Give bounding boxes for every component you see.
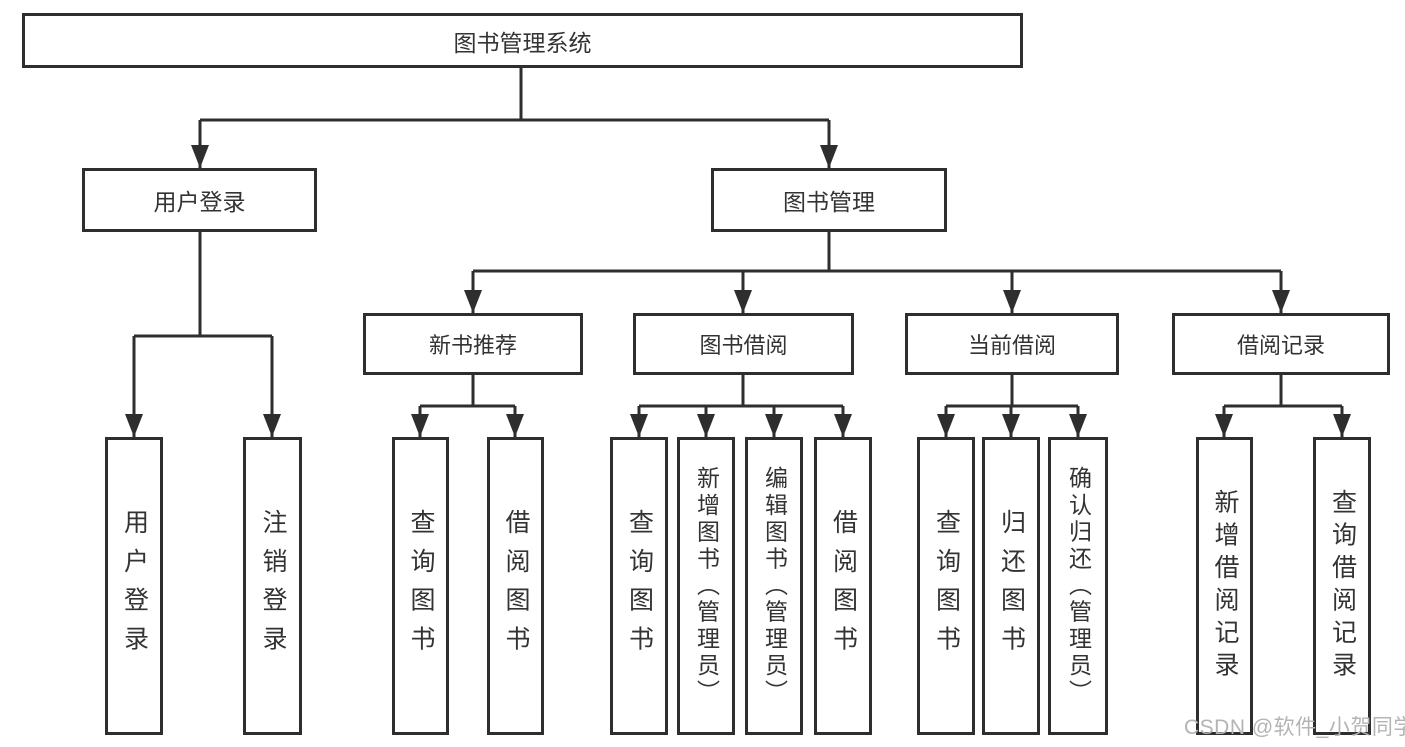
- leaf-node-query-books-recommend: 查询图书: [392, 437, 449, 735]
- connector-book-management-branch: [464, 232, 1290, 313]
- node-label: 注销登录: [259, 508, 287, 664]
- section-node-current-borrow: 当前借阅: [905, 313, 1119, 375]
- node-label: 查询借阅记录: [1328, 488, 1357, 684]
- node-label: 确认归还（管理员）: [1065, 465, 1092, 707]
- leaf-node-return-books: 归还图书: [982, 437, 1040, 735]
- node-label: 新书推荐: [428, 333, 517, 358]
- connector-root-to-level1: [191, 68, 838, 168]
- leaf-node-query-books-borrow: 查询图书: [610, 437, 668, 735]
- node-label: 借阅图书: [502, 508, 530, 664]
- node-label: 用户登录: [153, 189, 246, 215]
- node-label: 借阅图书: [829, 508, 858, 664]
- root-node-library-system: 图书管理系统: [22, 13, 1023, 68]
- leaf-node-confirm-return-admin: 确认归还（管理员）: [1048, 437, 1108, 735]
- section-node-book-borrow: 图书借阅: [633, 313, 854, 375]
- node-label: 编辑图书（管理员）: [761, 465, 788, 707]
- node-label: 图书借阅: [699, 333, 788, 358]
- node-label: 新增借阅记录: [1211, 488, 1239, 684]
- node-label: 当前借阅: [967, 333, 1056, 358]
- node-label: 归还图书: [997, 508, 1026, 664]
- node-label: 用户登录: [120, 508, 149, 664]
- node-label: 图书管理系统: [453, 29, 592, 56]
- node-label: 查询图书: [625, 508, 654, 664]
- section-node-new-book-recommend: 新书推荐: [363, 313, 583, 375]
- leaf-node-add-books-admin: 新增图书（管理员）: [677, 437, 735, 735]
- connector-new-book-section: [411, 375, 524, 437]
- leaf-node-borrow-books-recommend: 借阅图书: [487, 437, 544, 735]
- node-label: 图书管理: [783, 189, 875, 215]
- leaf-node-borrow-books: 借阅图书: [814, 437, 872, 735]
- node-label: 借阅记录: [1236, 333, 1325, 358]
- branch-node-user-login: 用户登录: [82, 168, 317, 232]
- leaf-node-add-borrow-record: 新增借阅记录: [1196, 437, 1253, 735]
- leaf-node-edit-books-admin: 编辑图书（管理员）: [745, 437, 803, 735]
- connector-current-borrow-section: [937, 375, 1087, 437]
- connector-borrow-records-section: [1215, 375, 1351, 437]
- section-node-borrow-records: 借阅记录: [1172, 313, 1390, 375]
- leaf-node-user-login: 用户登录: [105, 437, 163, 735]
- node-label: 查询图书: [932, 508, 961, 664]
- leaf-node-logout: 注销登录: [243, 437, 302, 735]
- connector-book-borrow-section: [630, 375, 852, 437]
- connector-user-login-branch: [125, 232, 281, 437]
- leaf-node-query-borrow-record: 查询借阅记录: [1313, 437, 1371, 735]
- node-label: 查询图书: [407, 508, 435, 664]
- csdn-watermark: CSDN @软件_小贺同学: [1184, 716, 1405, 739]
- node-label: 新增图书（管理员）: [693, 465, 720, 707]
- branch-node-book-management: 图书管理: [711, 168, 947, 232]
- leaf-node-query-books-current: 查询图书: [917, 437, 975, 735]
